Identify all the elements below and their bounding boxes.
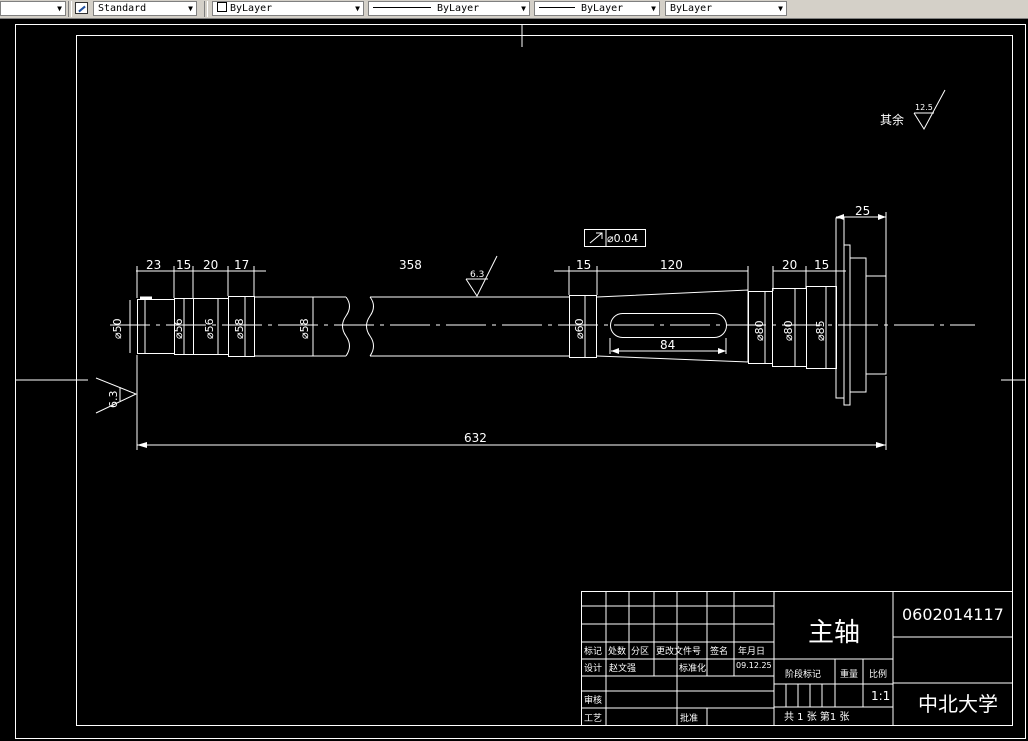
color-value: ByLayer bbox=[230, 3, 273, 14]
chevron-down-icon: ▼ bbox=[651, 4, 656, 13]
tolerance-value: ⌀0.04 bbox=[607, 232, 638, 245]
designer-name: 赵文强 bbox=[609, 662, 636, 674]
linetype-value: ByLayer bbox=[437, 3, 480, 14]
dim-phi60: ⌀60 bbox=[573, 318, 586, 339]
dim-15: 15 bbox=[576, 258, 591, 272]
color-swatch-icon bbox=[217, 2, 227, 12]
roughness-symbol-left bbox=[95, 377, 138, 414]
color-dropdown[interactable]: ByLayer ▼ bbox=[212, 1, 364, 16]
chevron-down-icon: ▼ bbox=[355, 4, 360, 13]
header-sign: 签名 bbox=[710, 645, 728, 657]
linetype-preview-icon bbox=[373, 7, 431, 8]
layer-dropdown[interactable]: ▼ bbox=[0, 1, 66, 16]
dim-17: 17 bbox=[234, 258, 249, 272]
plotstyle-value: ByLayer bbox=[670, 3, 713, 14]
dim-84: 84 bbox=[660, 338, 675, 352]
header-mark: 标记 bbox=[584, 645, 602, 657]
drawing-number: 0602014117 bbox=[902, 605, 1004, 624]
design-label: 设计 bbox=[584, 662, 602, 674]
lineweight-value: ByLayer bbox=[581, 3, 624, 14]
scale-value: 1:1 bbox=[871, 689, 890, 703]
roughness-left-value: 6.3 bbox=[107, 391, 120, 409]
dim-phi80: ⌀80 bbox=[753, 320, 766, 341]
dim-phi56: ⌀56 bbox=[203, 318, 216, 339]
dim-358: 358 bbox=[399, 258, 422, 272]
roughness-symbol-mid bbox=[465, 255, 498, 298]
stage-mark-label: 阶段标记 bbox=[785, 668, 821, 680]
plotstyle-dropdown[interactable]: ByLayer ▼ bbox=[665, 1, 787, 16]
roughness-symbol-other bbox=[913, 89, 946, 130]
dim-phi56: ⌀56 bbox=[172, 318, 185, 339]
text-style-value: Standard bbox=[98, 3, 147, 14]
dim-phi50: ⌀50 bbox=[111, 318, 124, 339]
dim-20: 20 bbox=[782, 258, 797, 272]
chevron-down-icon: ▼ bbox=[188, 4, 193, 13]
drawing-canvas[interactable]: 23 15 20 17 358 15 120 20 15 25 84 632 ⌀… bbox=[0, 19, 1028, 741]
dim-23: 23 bbox=[146, 258, 161, 272]
review-label: 审核 bbox=[584, 694, 602, 706]
inner-frame bbox=[76, 35, 1013, 726]
title-block-grid bbox=[581, 591, 1013, 726]
properties-toolbar: ▼ Standard ▼ ByLayer ▼ ByLayer ▼ ByLayer ▼ B… bbox=[0, 0, 1028, 19]
outer-border bbox=[15, 24, 1026, 739]
dim-15: 15 bbox=[176, 258, 191, 272]
dim-120: 120 bbox=[660, 258, 683, 272]
sheets-label: 共 1 张 第1 张 bbox=[784, 710, 849, 723]
chevron-down-icon: ▼ bbox=[521, 4, 526, 13]
design-date: 09.12.25 bbox=[736, 661, 772, 670]
text-style-icon[interactable] bbox=[75, 2, 88, 14]
approve-label: 批准 bbox=[680, 712, 698, 724]
roughness-other-label: 其余 bbox=[880, 112, 904, 127]
scale-label: 比例 bbox=[869, 668, 887, 680]
process-label: 工艺 bbox=[584, 713, 602, 724]
part-name: 主轴 bbox=[808, 618, 860, 648]
header-doc-no: 更改文件号 bbox=[656, 645, 701, 657]
school-name: 中北大学 bbox=[918, 692, 998, 716]
lineweight-dropdown[interactable]: ByLayer ▼ bbox=[534, 1, 660, 16]
dimension-arrowheads bbox=[137, 214, 886, 448]
dim-20: 20 bbox=[203, 258, 218, 272]
dim-25: 25 bbox=[855, 204, 870, 218]
shaft-outline bbox=[137, 217, 887, 406]
roughness-other-value: 12.5 bbox=[915, 103, 933, 112]
header-count: 处数 bbox=[608, 645, 626, 657]
header-date: 年月日 bbox=[738, 645, 765, 657]
text-style-dropdown[interactable]: Standard ▼ bbox=[93, 1, 197, 16]
header-zone: 分区 bbox=[631, 646, 649, 657]
toolbar-separator bbox=[68, 1, 72, 17]
dim-phi58: ⌀58 bbox=[233, 318, 246, 339]
dim-632: 632 bbox=[464, 431, 487, 445]
weight-label: 重量 bbox=[840, 668, 858, 680]
dim-phi85: ⌀85 bbox=[814, 320, 827, 341]
chevron-down-icon: ▼ bbox=[778, 4, 783, 13]
standard-label: 标准化 bbox=[679, 662, 706, 674]
linetype-dropdown[interactable]: ByLayer ▼ bbox=[368, 1, 530, 16]
runout-arrow-icon bbox=[589, 232, 603, 244]
dim-15: 15 bbox=[814, 258, 829, 272]
tolerance-frame bbox=[584, 229, 646, 247]
dim-phi80: ⌀80 bbox=[782, 320, 795, 341]
chevron-down-icon: ▼ bbox=[57, 4, 62, 13]
toolbar-separator bbox=[204, 1, 208, 17]
roughness-mid-value: 6.3 bbox=[470, 270, 484, 280]
dimension-lines bbox=[129, 212, 887, 450]
lineweight-preview-icon bbox=[539, 7, 575, 8]
dim-phi58: ⌀58 bbox=[298, 318, 311, 339]
